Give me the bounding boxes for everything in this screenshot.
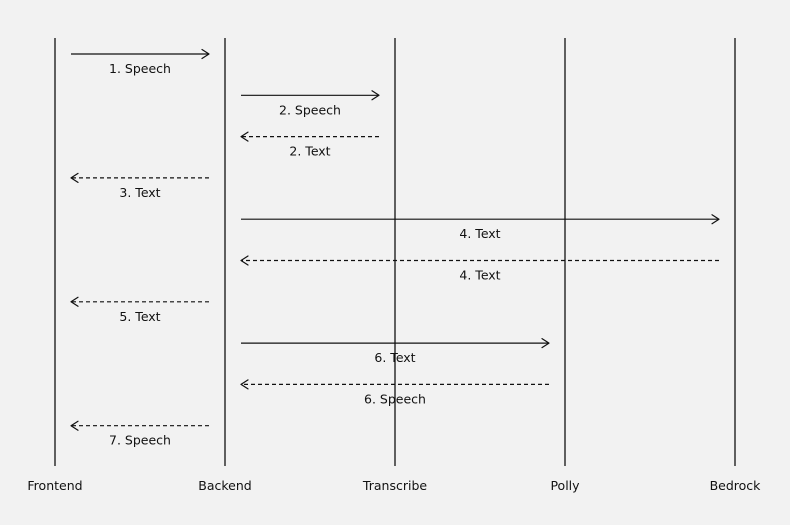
- arrowhead-icon: [70, 296, 79, 307]
- message-label: 6. Speech: [364, 391, 426, 406]
- arrowhead-icon: [541, 338, 550, 349]
- arrowhead-icon: [201, 48, 210, 60]
- message-label: 1. Speech: [109, 61, 171, 76]
- message-label: 7. Speech: [109, 433, 171, 448]
- message-5: 4. Text: [241, 214, 720, 241]
- participant-label-frontend: Frontend: [27, 478, 82, 493]
- arrowhead-icon: [70, 420, 79, 431]
- message-label: 4. Text: [459, 226, 500, 241]
- participant-labels: Frontend Backend Transcribe Polly Bedrock: [27, 478, 761, 493]
- message-label: 4. Text: [459, 268, 500, 283]
- message-10: 7. Speech: [70, 420, 209, 448]
- message-1: 1. Speech: [71, 48, 210, 76]
- arrowhead-icon: [240, 131, 249, 142]
- message-2: 2. Speech: [241, 90, 380, 117]
- participant-label-polly: Polly: [550, 478, 580, 493]
- arrowhead-icon: [711, 214, 720, 225]
- participant-label-transcribe: Transcribe: [362, 478, 427, 493]
- message-9: 6. Speech: [240, 379, 549, 406]
- lifelines: [54, 38, 736, 466]
- message-label: 2. Speech: [279, 102, 341, 117]
- message-7: 5. Text: [70, 296, 209, 324]
- message-8: 6. Text: [241, 338, 550, 365]
- message-label: 5. Text: [119, 309, 160, 324]
- participant-label-backend: Backend: [198, 478, 251, 493]
- messages: 1. Speech 2. Speech 2. Text 3. Text 4. Text 4…: [70, 48, 720, 448]
- participant-label-bedrock: Bedrock: [710, 478, 762, 493]
- message-label: 2. Text: [289, 144, 330, 159]
- message-4: 3. Text: [70, 172, 209, 200]
- arrowhead-icon: [70, 172, 79, 183]
- arrowhead-icon: [240, 379, 249, 390]
- message-6: 4. Text: [240, 255, 719, 283]
- message-label: 3. Text: [119, 185, 160, 200]
- message-label: 6. Text: [374, 350, 415, 365]
- arrowhead-icon: [240, 255, 249, 266]
- message-3: 2. Text: [240, 131, 379, 159]
- arrowhead-icon: [371, 90, 380, 101]
